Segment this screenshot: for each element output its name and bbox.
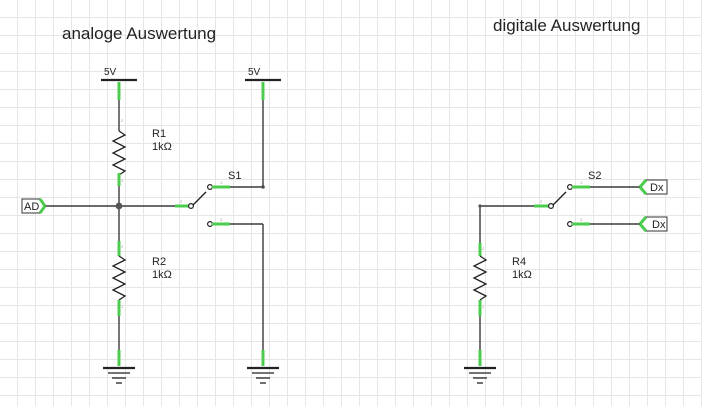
supply-label: 5V <box>104 67 117 78</box>
port-label: Dx <box>650 182 664 194</box>
pin-number: 1 <box>121 178 124 183</box>
port-dx-bottom[interactable]: Dx <box>638 216 668 232</box>
pin-number: 2 <box>482 246 485 251</box>
ground-middle[interactable] <box>247 350 279 384</box>
resistor-name: R1 <box>152 128 166 140</box>
resistor-value: 1kΩ <box>152 269 172 281</box>
junction-dot <box>115 202 123 210</box>
port-ad[interactable]: AD <box>21 198 47 214</box>
supply-label: 5V <box>248 67 261 78</box>
supply-5v-middle[interactable]: 5V <box>245 67 281 100</box>
resistor-zigzag <box>111 130 127 176</box>
resistor-r2[interactable]: 2 1 R2 1kΩ <box>111 241 172 350</box>
pin-number: 1 <box>482 304 485 309</box>
pin-number: 3 <box>580 217 583 222</box>
pin-number: 1 <box>580 180 583 185</box>
resistor-zigzag <box>472 255 488 301</box>
resistor-r1[interactable]: 2 1 R1 1kΩ <box>111 82 172 186</box>
pin-number: 2 <box>121 244 124 249</box>
resistor-value: 1kΩ <box>512 269 532 281</box>
pin-number: 1 <box>220 180 223 185</box>
port-dx-top[interactable]: Dx <box>638 179 668 195</box>
junction-dot <box>478 204 482 208</box>
switch-name: S2 <box>588 170 601 182</box>
pin-number: 2 <box>540 199 543 204</box>
ground-right[interactable] <box>464 350 496 384</box>
resistor-r4[interactable]: 2 1 R4 1kΩ <box>472 243 532 350</box>
switch-s2[interactable]: 2 1 3 S2 <box>534 170 640 228</box>
switch-s1[interactable]: 2 1 3 S1 <box>175 170 263 228</box>
pin-number: 3 <box>220 217 223 222</box>
pin-number: 1 <box>121 304 124 309</box>
resistor-name: R4 <box>512 256 526 268</box>
resistor-zigzag <box>111 255 127 301</box>
ground-left[interactable] <box>103 350 135 384</box>
port-label: AD <box>24 201 39 213</box>
switch-name: S1 <box>228 170 241 182</box>
digital-section-title: digitale Auswertung <box>493 16 640 35</box>
analog-section-title: analoge Auswertung <box>62 24 216 43</box>
port-label: Dx <box>652 219 666 231</box>
pin-number: 2 <box>121 118 124 123</box>
resistor-name: R2 <box>152 256 166 268</box>
resistor-value: 1kΩ <box>152 141 172 153</box>
supply-5v-left[interactable]: 5V <box>101 67 137 82</box>
pin-number: 2 <box>180 199 183 204</box>
